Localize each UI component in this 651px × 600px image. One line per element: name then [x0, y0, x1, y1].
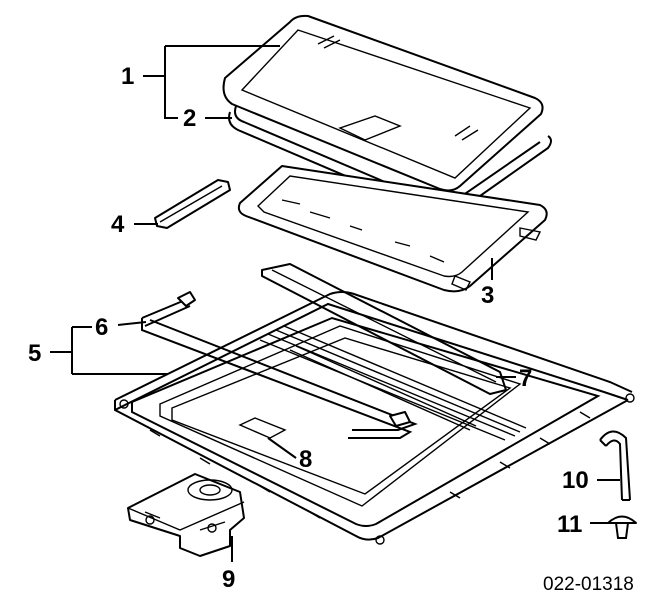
callout-5: 5 [28, 340, 41, 367]
callout-6: 6 [95, 314, 108, 341]
callout-11: 11 [557, 511, 582, 538]
callout-10: 10 [562, 467, 589, 494]
retaining-clip [607, 515, 637, 539]
guide-bracket [154, 179, 231, 229]
callout-2: 2 [183, 105, 196, 132]
callout-4: 4 [111, 211, 125, 238]
lifting-rod [141, 291, 418, 439]
glass-frame [237, 165, 548, 293]
callout-9: 9 [222, 566, 235, 593]
callout-3: 3 [481, 282, 494, 309]
callout-1: 1 [121, 63, 134, 90]
callout-8: 8 [299, 446, 312, 473]
glass-panel [222, 14, 544, 192]
leader-lines [50, 45, 620, 562]
sunroof-motor [127, 473, 245, 557]
part-code: 022-01318 [543, 574, 634, 595]
sunroof-housing-frame [114, 291, 635, 545]
drain-hose [599, 430, 631, 501]
callout-7: 7 [519, 365, 532, 392]
